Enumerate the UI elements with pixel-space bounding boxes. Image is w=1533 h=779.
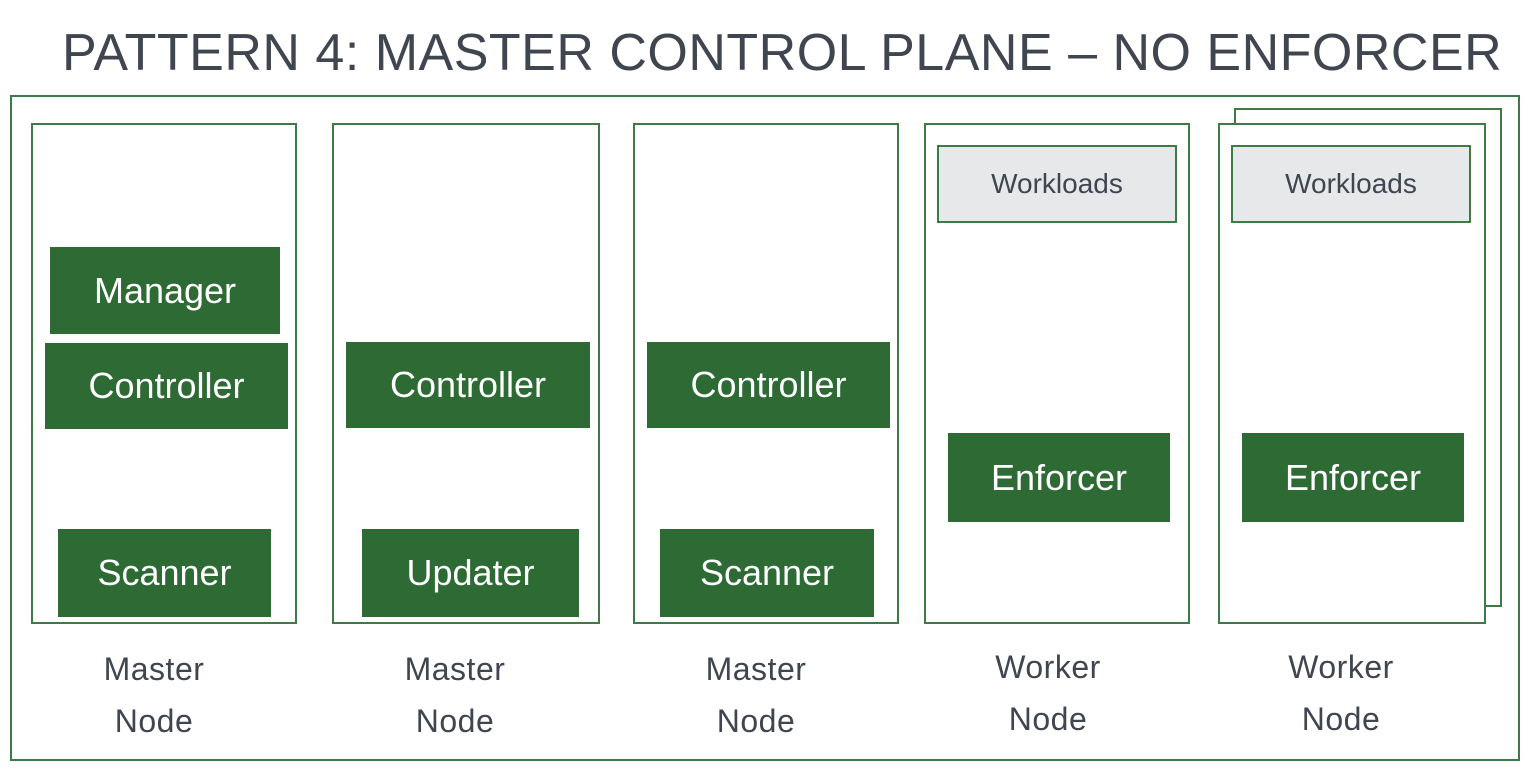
node-role: Worker	[995, 649, 1101, 685]
node-role: Master	[103, 651, 205, 687]
scanner-box: Scanner	[660, 529, 874, 617]
enforcer-box: Enforcer	[948, 433, 1170, 522]
master-node-1: Manager Controller Scanner	[31, 123, 297, 624]
controller-box: Controller	[346, 342, 590, 428]
controller-box: Controller	[45, 343, 288, 429]
node-label-3: Master Node	[656, 643, 856, 747]
node-word: Node	[114, 703, 194, 739]
node-label-1: Master Node	[54, 643, 254, 747]
node-word: Node	[1008, 701, 1088, 737]
node-label-4: Worker Node	[948, 641, 1148, 745]
workloads-box: Workloads	[1231, 145, 1471, 223]
manager-box: Manager	[50, 247, 280, 334]
diagram-title: PATTERN 4: MASTER CONTROL PLANE – NO ENF…	[62, 24, 1503, 82]
node-word: Node	[1301, 701, 1381, 737]
enforcer-box: Enforcer	[1242, 433, 1464, 522]
node-label-5: Worker Node	[1241, 641, 1441, 745]
node-role: Master	[404, 651, 506, 687]
master-node-2: Controller Updater	[332, 123, 600, 624]
node-role: Worker	[1288, 649, 1394, 685]
scanner-box: Scanner	[58, 529, 271, 617]
cluster-frame	[10, 95, 1520, 761]
node-word: Node	[716, 703, 796, 739]
node-word: Node	[415, 703, 495, 739]
node-label-2: Master Node	[355, 643, 555, 747]
updater-box: Updater	[362, 529, 579, 617]
worker-node-1: Workloads Enforcer	[924, 123, 1190, 624]
workloads-box: Workloads	[937, 145, 1177, 223]
master-node-3: Controller Scanner	[633, 123, 899, 624]
worker-node-2: Workloads Enforcer	[1218, 123, 1486, 624]
node-role: Master	[705, 651, 807, 687]
controller-box: Controller	[647, 342, 890, 428]
